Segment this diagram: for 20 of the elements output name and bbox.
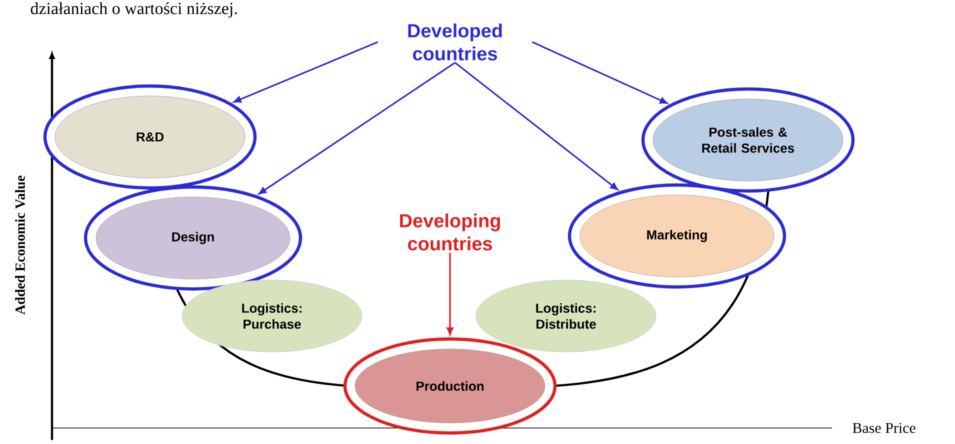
heading-text: Developing countries: [400, 214, 500, 250]
ellipse-node: Logistics: Purchase: [182, 280, 362, 352]
top-text: działaniach o wartości niższej.: [30, 2, 237, 18]
arrow: [454, 62, 618, 190]
ellipse-node: Production: [343, 337, 557, 435]
axis-label: Added Economic Value: [15, 176, 25, 315]
ellipse-node: Design: [84, 185, 302, 291]
arrow: [532, 41, 668, 104]
node-label: R&D: [136, 132, 164, 142]
ellipse-node: R&D: [43, 84, 257, 190]
arrow: [233, 41, 378, 103]
ellipse-node: Logistics: Distribute: [476, 280, 656, 352]
ellipse-node: Post-sales & Retail Services: [641, 87, 855, 193]
node-label: Production: [416, 381, 484, 391]
node-label: Post-sales & Retail Services: [702, 127, 794, 153]
arrow: [446, 252, 454, 336]
arrow: [258, 62, 456, 194]
ellipse-node: Marketing: [568, 183, 786, 289]
axis-label: Base Price: [852, 422, 916, 434]
heading-text: Developed countries: [408, 24, 502, 60]
